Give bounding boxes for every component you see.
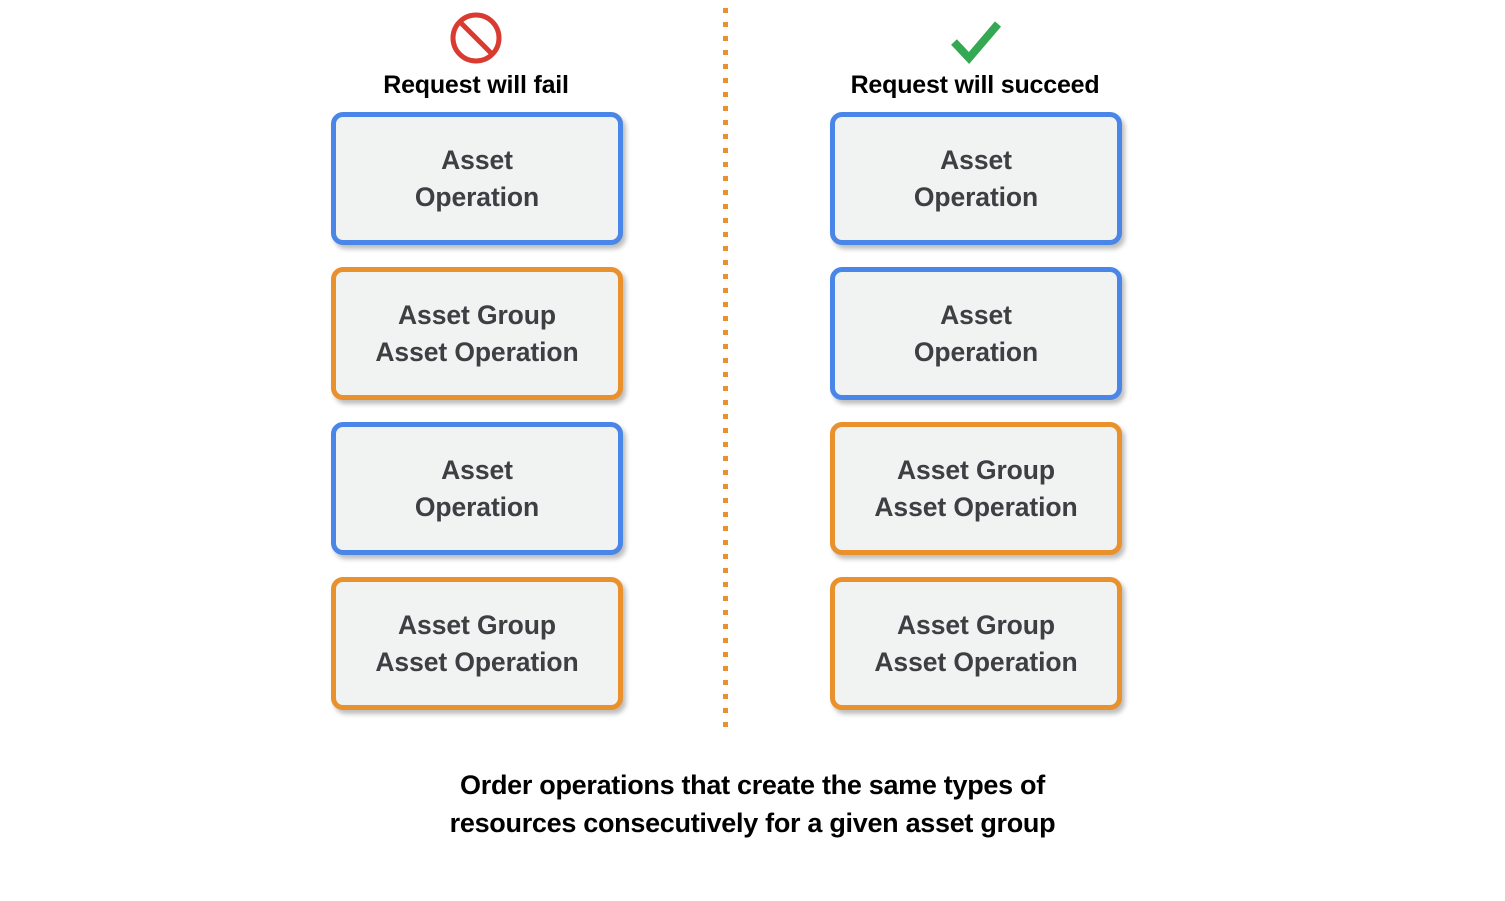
diagram-caption: Order operations that create the same ty… — [449, 770, 1056, 838]
operation-box-asset-group[interactable]: Asset Group Asset Operation — [830, 422, 1122, 555]
box-stack-succeed: Asset Operation Asset Operation Asset Gr… — [830, 112, 1122, 732]
operation-box-label: Asset Operation — [414, 454, 540, 522]
operation-box-asset[interactable]: Asset Operation — [830, 267, 1122, 400]
column-header-fail: Request will fail — [311, 10, 641, 100]
operation-box-label: Asset Operation — [913, 299, 1039, 367]
column-header-succeed: Request will succeed — [810, 10, 1140, 100]
operation-box-label: Asset Group Asset Operation — [375, 609, 579, 677]
operation-box-asset-group[interactable]: Asset Group Asset Operation — [331, 267, 623, 400]
checkmark-icon — [944, 10, 1006, 66]
dotted-vertical-divider — [723, 8, 728, 736]
column-title-succeed: Request will succeed — [850, 71, 1100, 99]
operation-box-label: Asset Operation — [913, 144, 1039, 212]
operation-box-asset-group[interactable]: Asset Group Asset Operation — [830, 577, 1122, 710]
operation-box-label: Asset Group Asset Operation — [375, 299, 579, 367]
operation-box-asset-group[interactable]: Asset Group Asset Operation — [331, 577, 623, 710]
box-stack-fail: Asset Operation Asset Group Asset Operat… — [331, 112, 623, 732]
operation-box-label: Asset Group Asset Operation — [874, 609, 1078, 677]
operation-box-label: Asset Group Asset Operation — [874, 454, 1078, 522]
operation-box-asset[interactable]: Asset Operation — [331, 112, 623, 245]
operation-box-asset[interactable]: Asset Operation — [830, 112, 1122, 245]
prohibition-icon — [445, 10, 507, 66]
operation-box-asset[interactable]: Asset Operation — [331, 422, 623, 555]
column-title-fail: Request will fail — [383, 71, 569, 99]
operation-box-label: Asset Operation — [414, 144, 540, 212]
